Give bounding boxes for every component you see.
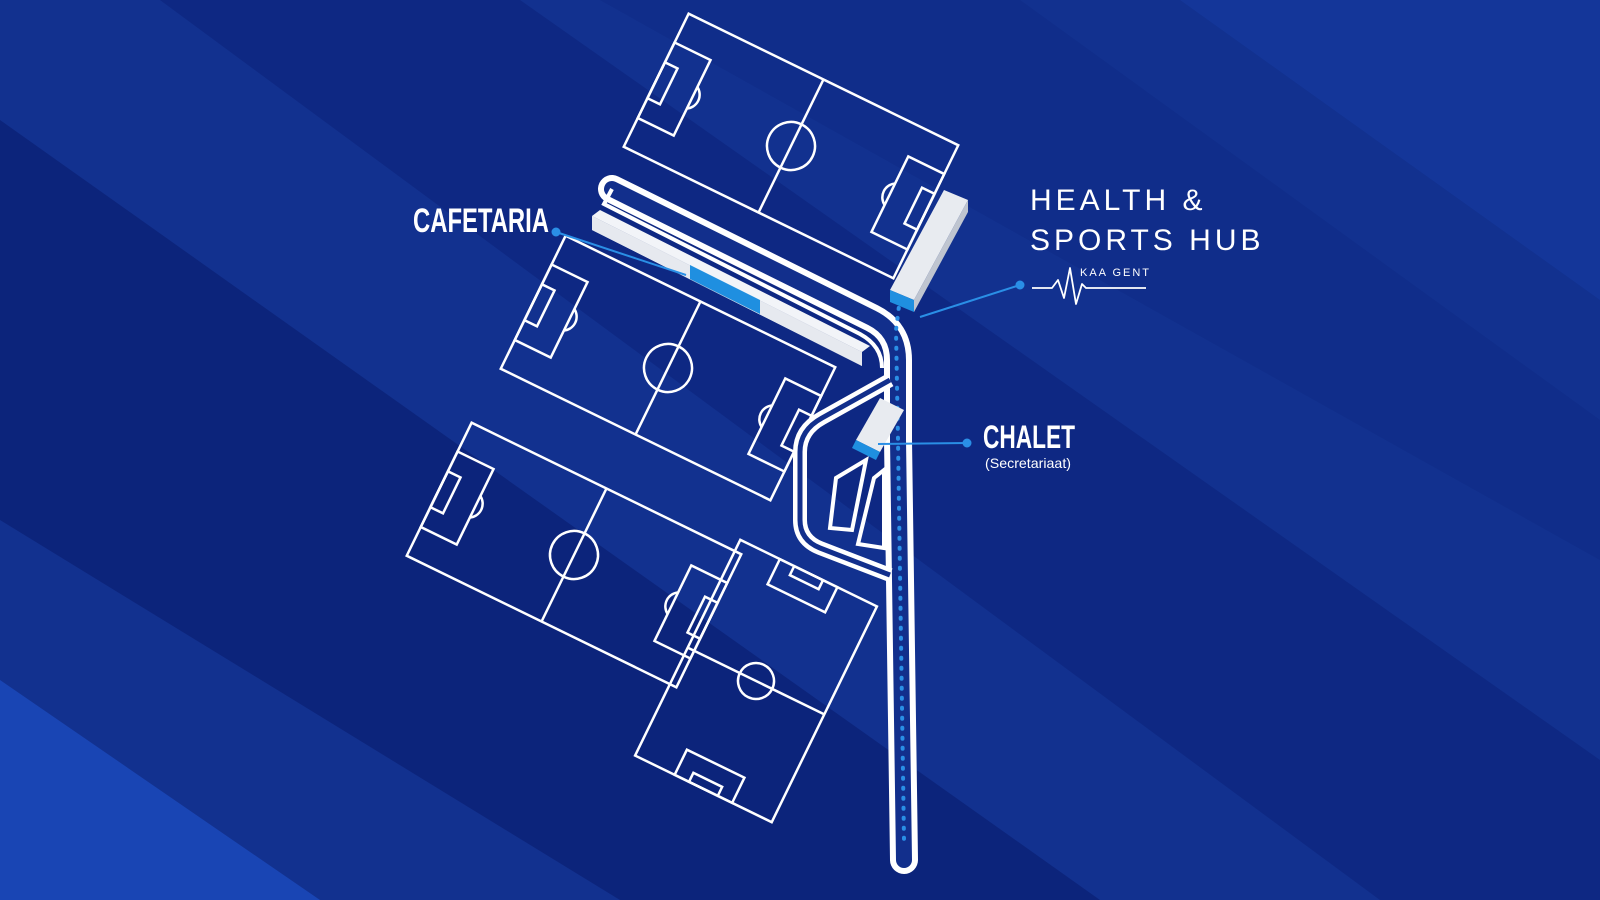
chalet-building: [852, 398, 904, 460]
kaa-gent-label: KAA GENT: [1080, 267, 1151, 279]
football-pitch-4: [633, 538, 879, 824]
cafetaria-label: CAFETARIA: [413, 202, 549, 240]
cafetaria-building: [592, 210, 870, 366]
health-sports-hub-building: [890, 190, 968, 312]
chalet-label: CHALET: [983, 419, 1075, 455]
football-pitch-1: [622, 12, 960, 280]
football-pitch-3: [405, 421, 743, 689]
health-hub-label-line1: HEALTH &: [1030, 184, 1206, 217]
chalet-sub-label: (Secretariaat): [985, 455, 1071, 471]
walking-route: [893, 296, 906, 842]
leader-lines: [551, 227, 1025, 448]
health-hub-label-line2: SPORTS HUB: [1030, 224, 1265, 257]
heartbeat-icon: [1032, 267, 1146, 305]
